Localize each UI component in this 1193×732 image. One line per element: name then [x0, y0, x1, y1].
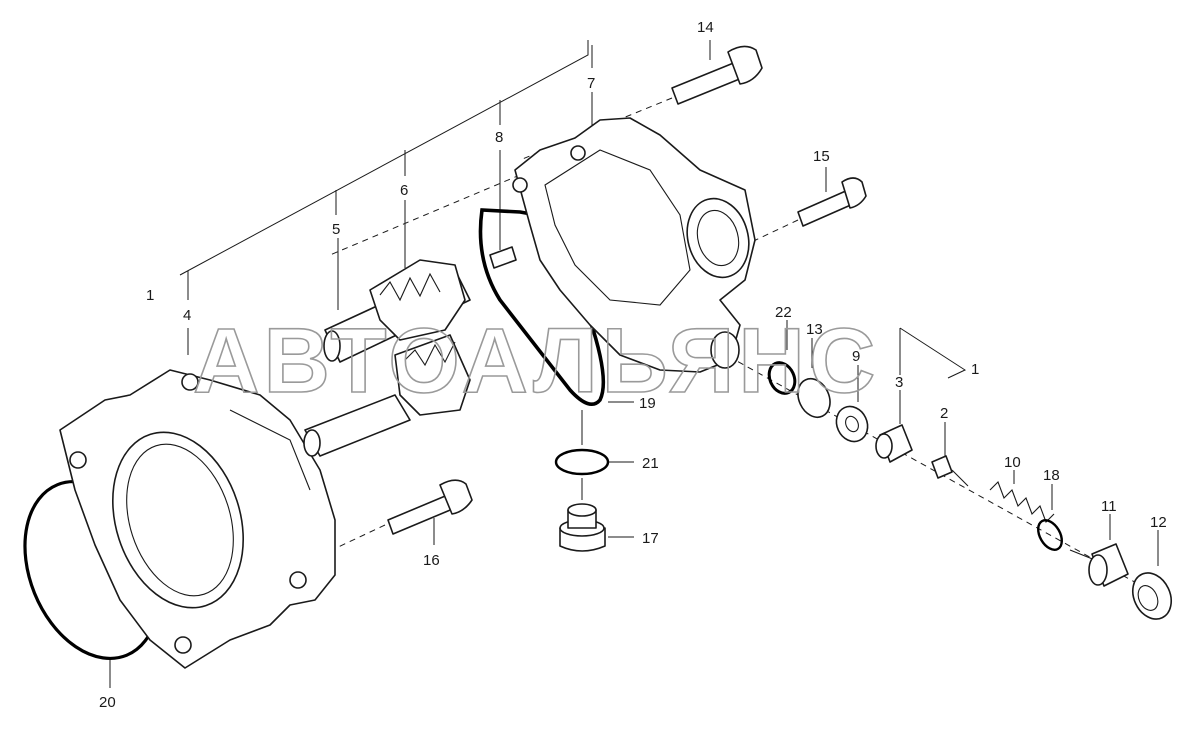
pin-8 — [489, 246, 517, 269]
disc-13 — [797, 377, 831, 419]
bolt-16 — [387, 479, 473, 535]
gear-shaft-5 — [303, 334, 471, 457]
callout-1-left: 1 — [146, 287, 154, 304]
callout-16: 16 — [423, 552, 440, 569]
o-ring-21 — [554, 448, 610, 476]
callout-15: 15 — [813, 148, 830, 165]
callout-11: 11 — [1101, 498, 1117, 515]
front-housing-4 — [59, 369, 336, 669]
callout-12: 12 — [1150, 514, 1167, 531]
valve-seat-3 — [875, 424, 913, 463]
pump-cover-7 — [512, 117, 756, 373]
callout-21: 21 — [642, 455, 659, 472]
callout-20: 20 — [99, 694, 116, 711]
circlip-22 — [767, 361, 797, 395]
callout-2: 2 — [940, 405, 948, 422]
callout-labels: 1 4 5 6 8 7 14 15 22 13 9 3 1 2 10 18 11… — [99, 19, 1167, 711]
callout-3: 3 — [895, 374, 903, 391]
plug-17 — [559, 503, 606, 552]
gear-shaft-6 — [323, 259, 471, 363]
washer-9 — [835, 405, 869, 443]
o-ring-18 — [1037, 519, 1063, 551]
callout-4: 4 — [183, 307, 191, 324]
callout-8: 8 — [495, 129, 503, 146]
cap-12 — [1131, 572, 1173, 620]
watermark-text: АВТОАЛЬЯНС — [193, 310, 879, 412]
callout-1-right: 1 — [971, 361, 979, 378]
bolt-14 — [671, 45, 763, 105]
callout-18: 18 — [1043, 467, 1060, 484]
callout-5: 5 — [332, 221, 340, 238]
adjuster-11 — [1069, 543, 1129, 587]
callout-14: 14 — [697, 19, 714, 36]
leader-lines — [109, 40, 1159, 688]
callout-6: 6 — [400, 182, 408, 199]
callout-13: 13 — [806, 321, 823, 338]
callout-22: 22 — [775, 304, 792, 321]
spring-10 — [989, 481, 1055, 523]
bolt-15 — [797, 177, 867, 227]
callout-17: 17 — [642, 530, 659, 547]
callout-19: 19 — [639, 395, 656, 412]
valve-2 — [931, 455, 969, 487]
callout-10: 10 — [1004, 454, 1021, 471]
callout-9: 9 — [852, 348, 860, 365]
callout-7: 7 — [587, 75, 595, 92]
